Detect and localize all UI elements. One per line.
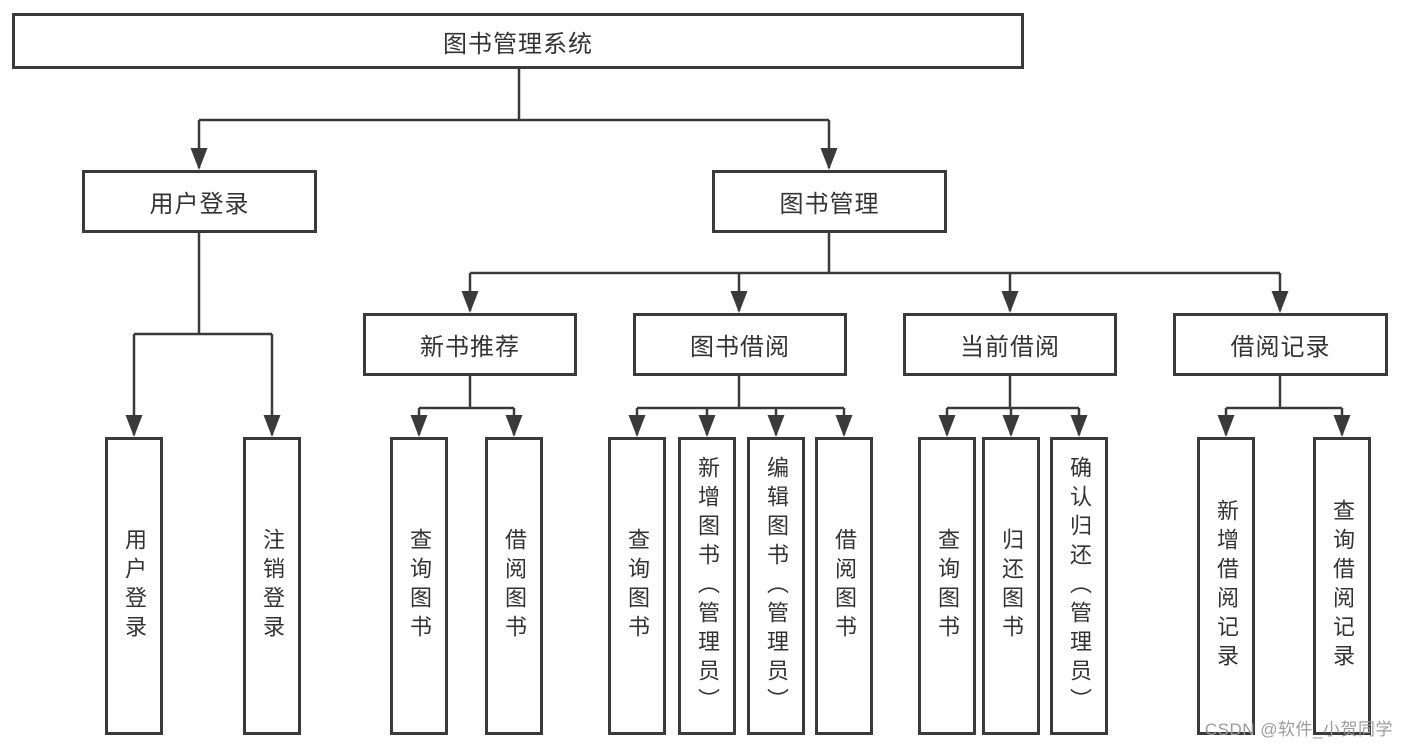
leaf-query-books-borrowing: 查询图书 (608, 437, 666, 735)
node-new-book-recommend: 新书推荐 (363, 313, 577, 376)
leaf-logout-login: 注销登录 (243, 437, 301, 735)
leaf-user-login: 用户登录 (105, 437, 163, 735)
leaf-query-books-current: 查询图书 (918, 437, 976, 735)
node-user-login: 用户登录 (82, 170, 317, 233)
node-book-management: 图书管理 (712, 170, 947, 233)
node-root: 图书管理系统 (12, 13, 1024, 69)
leaf-borrow-books-recommend: 借阅图书 (485, 437, 543, 735)
leaf-return-books: 归还图书 (982, 437, 1040, 735)
leaf-borrow-books-borrowing: 借阅图书 (815, 437, 873, 735)
leaf-add-book-admin: 新增图书（管理员） (678, 437, 736, 735)
node-current-borrowing: 当前借阅 (903, 313, 1117, 376)
node-borrowing-records: 借阅记录 (1173, 313, 1388, 376)
leaf-edit-book-admin: 编辑图书（管理员） (747, 437, 805, 735)
node-book-borrowing: 图书借阅 (633, 313, 847, 376)
connector-lines (132, 69, 1344, 435)
leaf-add-borrow-record: 新增借阅记录 (1197, 437, 1255, 735)
leaf-query-books-recommend: 查询图书 (390, 437, 448, 735)
csdn-watermark: CSDN @软件_小贺同学 (1204, 720, 1393, 739)
arrowhead-icons (125, 148, 1351, 437)
leaf-confirm-return-admin: 确认归还（管理员） (1050, 437, 1108, 735)
leaf-query-borrow-record: 查询借阅记录 (1313, 437, 1371, 735)
